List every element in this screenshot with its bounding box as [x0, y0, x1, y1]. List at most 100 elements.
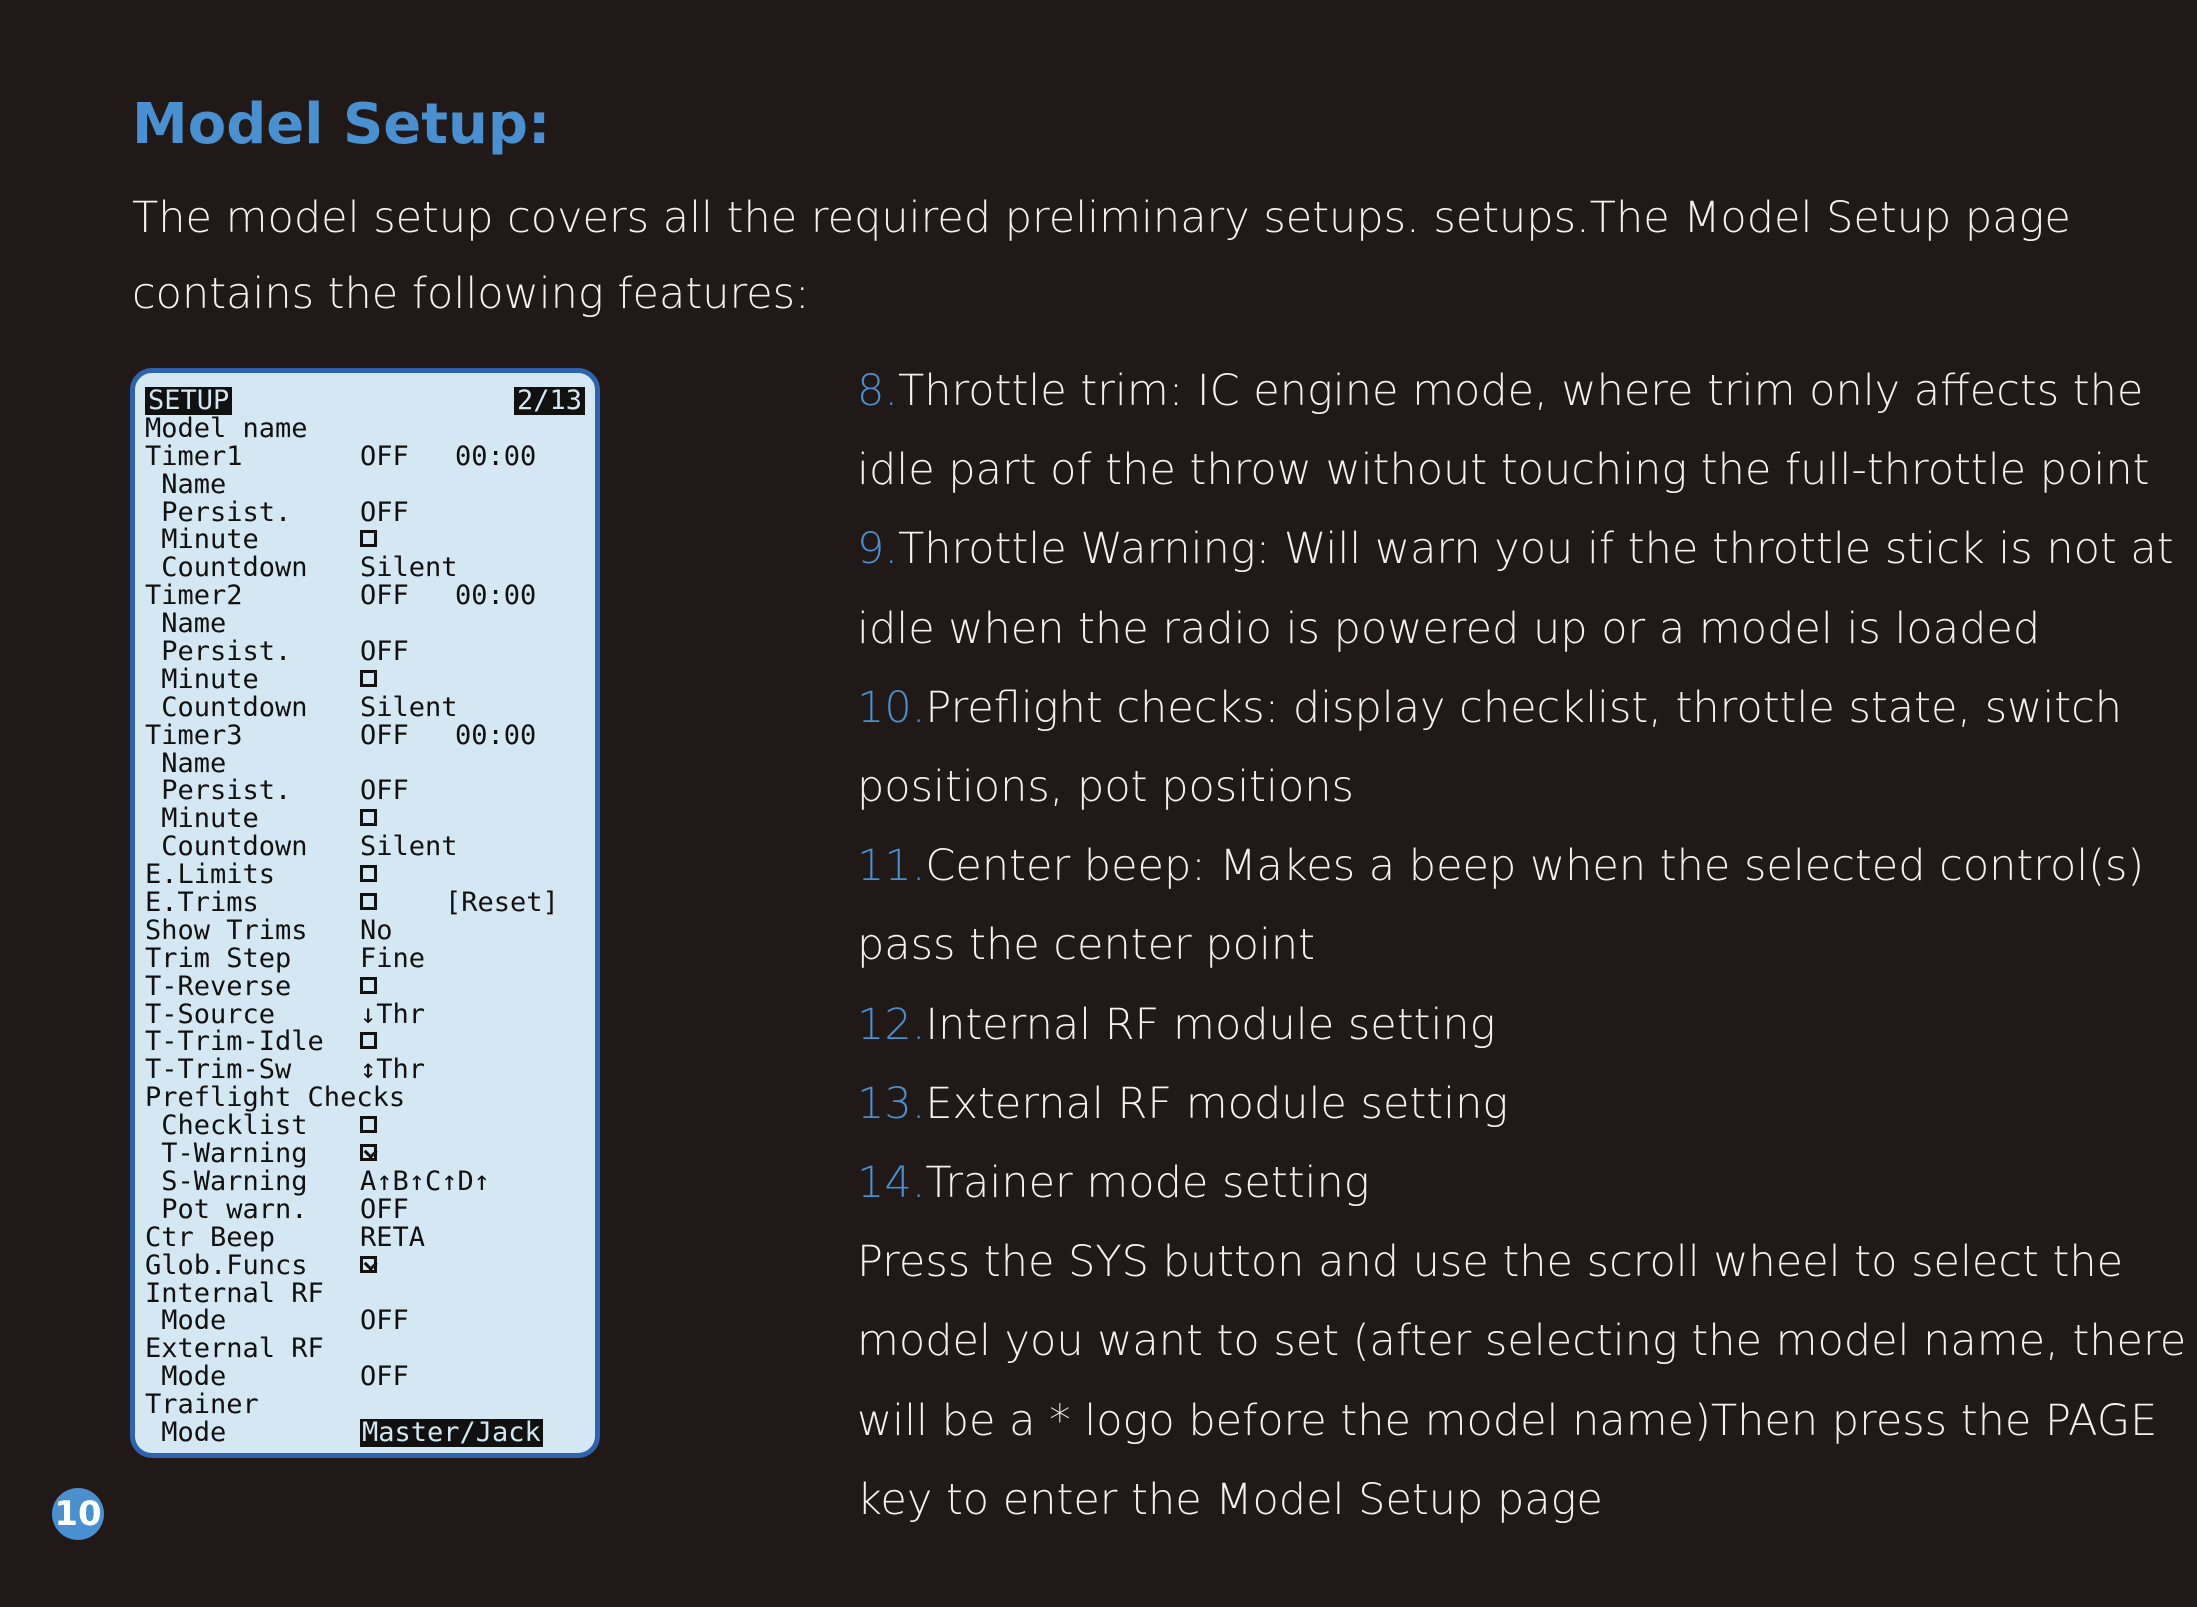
lcd-row-value: RETA	[360, 1221, 426, 1253]
lcd-row: Minute	[145, 805, 585, 833]
feature-line: 12.Internal RF module setting	[857, 986, 2157, 1065]
feature-line: idle when the radio is powered up or a m…	[857, 590, 2157, 669]
lcd-row-label: Minute	[145, 803, 259, 835]
lcd-row-label: Name	[145, 608, 227, 640]
feature-text: Center beep: Makes a beep when the selec…	[925, 841, 2145, 892]
lcd-page-indicator: 2/13	[513, 387, 585, 415]
feature-line: 9.Throttle Warning: Will warn you if the…	[857, 510, 2174, 589]
lcd-row-label: T-Reverse	[145, 970, 292, 1002]
feature-line: 13.External RF module setting	[857, 1065, 2157, 1144]
feature-line: key to enter the Model Setup page	[857, 1461, 2157, 1540]
feature-text: Internal RF module setting	[925, 999, 1496, 1050]
lcd-row-label: Minute	[145, 663, 259, 695]
checked-box-icon	[360, 1144, 377, 1162]
checkbox-checked-icon	[360, 1140, 377, 1168]
intro-line: The model setup covers all the required …	[132, 193, 2071, 243]
feature-number: 14.	[857, 1158, 926, 1209]
unchecked-box-icon	[360, 865, 377, 883]
lcd-row-label: T-Trim-Idle	[145, 1026, 324, 1058]
unchecked-box-icon	[360, 669, 377, 687]
lcd-row-extra: 00:00	[455, 440, 537, 472]
lcd-row-value: Silent	[360, 552, 458, 584]
lcd-row-value: Fine	[360, 942, 426, 974]
feature-number: 9.	[857, 524, 899, 575]
lcd-row: Name	[145, 470, 585, 499]
lcd-row: T-Warning	[145, 1140, 585, 1168]
lcd-row: Preflight Checks	[145, 1084, 585, 1112]
feature-number: 13.	[857, 1078, 926, 1129]
lcd-row-label: Countdown	[145, 831, 308, 863]
feature-line: 14.Trainer mode setting	[857, 1144, 2157, 1223]
lcd-row-value: Silent	[360, 831, 458, 863]
feature-number: 11.	[857, 841, 926, 892]
unchecked-box-icon	[360, 809, 377, 827]
lcd-row-value: Silent	[360, 691, 458, 723]
feature-text: Preflight checks: display checklist, thr…	[925, 682, 2123, 733]
feature-line: Press the SYS button and use the scroll …	[857, 1223, 2157, 1302]
lcd-row-value: OFF	[360, 1193, 409, 1225]
lcd-row: Persist. OFF	[145, 777, 585, 805]
lcd-row: S-Warning A↑B↑C↑D↑	[145, 1168, 585, 1196]
lcd-row-label: Internal RF	[145, 1277, 324, 1309]
checkbox-empty-icon	[360, 973, 377, 1001]
lcd-row: Countdown Silent	[145, 833, 585, 861]
lcd-header: SETUP 2/13	[145, 387, 585, 415]
lcd-row: T-Reverse	[145, 970, 585, 1002]
lcd-row: T-Source↓Thr	[145, 1000, 585, 1029]
checkbox-empty-icon	[360, 861, 377, 889]
feature-line: model you want to set (after selecting t…	[857, 1302, 2186, 1381]
feature-text: model you want to set (after selecting t…	[857, 1316, 2187, 1367]
checkbox-empty-icon	[360, 889, 377, 917]
lcd-row-label: Checklist	[145, 1110, 308, 1142]
feature-text: Press the SYS button and use the scroll …	[857, 1237, 2124, 1288]
lcd-row-label: E.Trims	[145, 887, 259, 919]
lcd-row-label: Show Trims	[145, 914, 308, 946]
unchecked-box-icon	[360, 976, 377, 994]
lcd-row-label: Pot warn.	[145, 1193, 308, 1225]
lcd-row-label: Countdown	[145, 552, 308, 584]
lcd-row-value: OFF	[360, 775, 409, 807]
lcd-row: Checklist	[145, 1112, 585, 1140]
lcd-row-label: Persist.	[145, 775, 292, 807]
lcd-row-label: Mode	[145, 1305, 227, 1337]
feature-list: 8.Throttle trim: IC engine mode, where t…	[857, 352, 2186, 1540]
lcd-row-label: S-Warning	[145, 1165, 308, 1197]
feature-text: Throttle Warning: Will warn you if the t…	[898, 524, 2174, 575]
lcd-row-value: OFF	[360, 636, 409, 668]
lcd-row: Minute	[145, 526, 585, 554]
feature-text: idle when the radio is powered up or a m…	[857, 603, 2041, 654]
lcd-row-value: ↕Thr	[360, 1054, 426, 1086]
lcd-row: Pot warn. OFF	[145, 1193, 585, 1225]
feature-line: 8.Throttle trim: IC engine mode, where t…	[857, 352, 2157, 431]
checkbox-empty-icon	[360, 666, 377, 694]
feature-line: pass the center point	[857, 906, 2157, 985]
lcd-row: T-Trim-Idle	[145, 1028, 585, 1056]
lcd-row: Name	[145, 749, 585, 778]
lcd-row-label: T-Warning	[145, 1138, 308, 1170]
lcd-row-label: Persist.	[145, 496, 292, 528]
feature-text: idle part of the throw without touching …	[857, 445, 2150, 496]
unchecked-box-icon	[360, 1116, 377, 1134]
feature-text: pass the center point	[857, 920, 1316, 971]
checkbox-empty-icon	[360, 1112, 377, 1140]
lcd-row-value: A↑B↑C↑D↑	[360, 1165, 491, 1197]
lcd-row-label: E.Limits	[145, 859, 276, 891]
lcd-row: E.Limits	[145, 861, 585, 889]
feature-text: positions, pot positions	[857, 762, 1354, 813]
lcd-row-value: OFF	[360, 440, 409, 472]
lcd-row: Model name	[145, 414, 585, 443]
lcd-row-label: Ctr Beep	[145, 1221, 276, 1253]
feature-line: 10.Preflight checks: display checklist, …	[857, 669, 2157, 748]
checked-box-icon	[360, 1255, 377, 1273]
lcd-row: Minute	[145, 666, 585, 694]
